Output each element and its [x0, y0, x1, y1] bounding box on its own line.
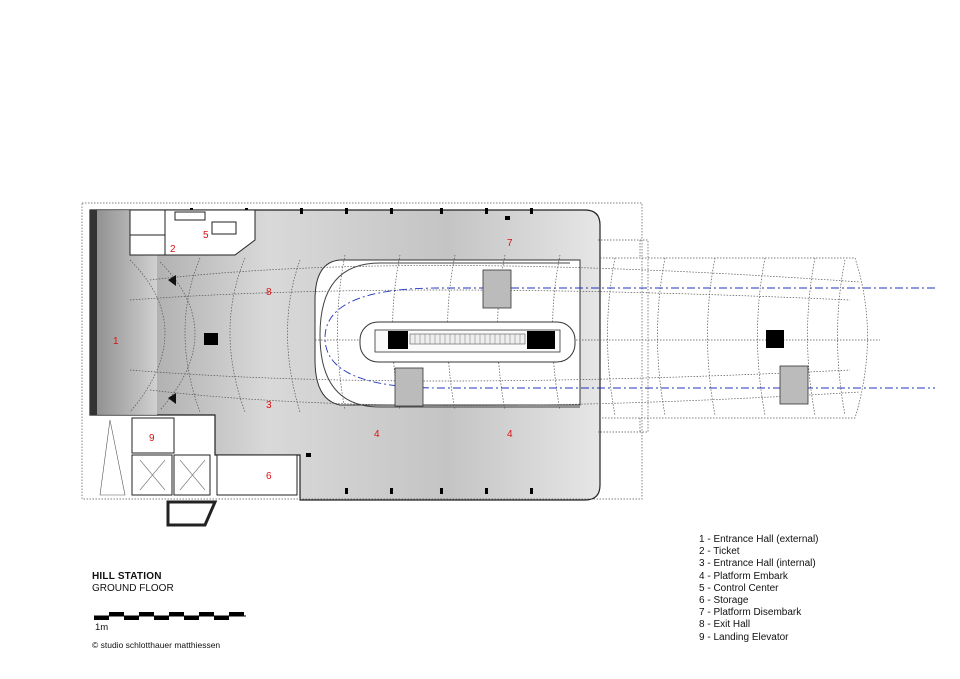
scale-bar — [94, 612, 246, 620]
legend-item: 6 - Storage — [699, 595, 749, 607]
gondola-cabins — [394, 269, 809, 407]
legend-item: 2 - Ticket — [699, 546, 740, 558]
room-number-5: 5 — [203, 230, 209, 241]
legend-item: 3 - Entrance Hall (internal) — [699, 558, 816, 570]
legend-item: 8 - Exit Hall — [699, 619, 751, 631]
canopy-outline — [81, 202, 880, 500]
bullwheel-machinery — [204, 321, 784, 363]
copyright-credit: © studio schlotthauer matthiessen — [92, 640, 221, 650]
room-legend: 1 - Entrance Hall (external) 2 - Ticket … — [699, 534, 819, 644]
room-number-1: 1 — [113, 336, 119, 347]
title-block: HILL STATION GROUND FLOOR — [92, 571, 174, 594]
drawing-subtitle: GROUND FLOOR — [92, 583, 174, 594]
elevator-storage-block — [99, 417, 298, 527]
room-number-8: 8 — [266, 287, 272, 298]
legend-item: 4 - Platform Embark — [699, 570, 788, 582]
track-axes — [324, 287, 935, 389]
legend-item: 5 - Control Center — [699, 582, 779, 594]
drawing-title: HILL STATION — [92, 571, 162, 582]
scale-label: 1m — [95, 622, 109, 633]
legend-item: 7 - Platform Disembark — [699, 607, 802, 619]
room-number-2: 2 — [170, 244, 176, 255]
room-number-9: 9 — [149, 433, 155, 444]
entrance-markers — [168, 275, 176, 404]
room-number-6: 6 — [266, 471, 272, 482]
room-number-3: 3 — [266, 400, 272, 411]
room-number-4b: 4 — [507, 429, 513, 440]
room-numbers: 1 2 3 4 4 5 6 7 8 9 — [113, 230, 513, 482]
room-number-7: 7 — [507, 238, 513, 249]
legend-item: 1 - Entrance Hall (external) — [699, 534, 819, 545]
legend-item: 9 - Landing Elevator — [699, 631, 789, 643]
control-center-block — [129, 209, 256, 256]
room-number-4a: 4 — [374, 429, 380, 440]
